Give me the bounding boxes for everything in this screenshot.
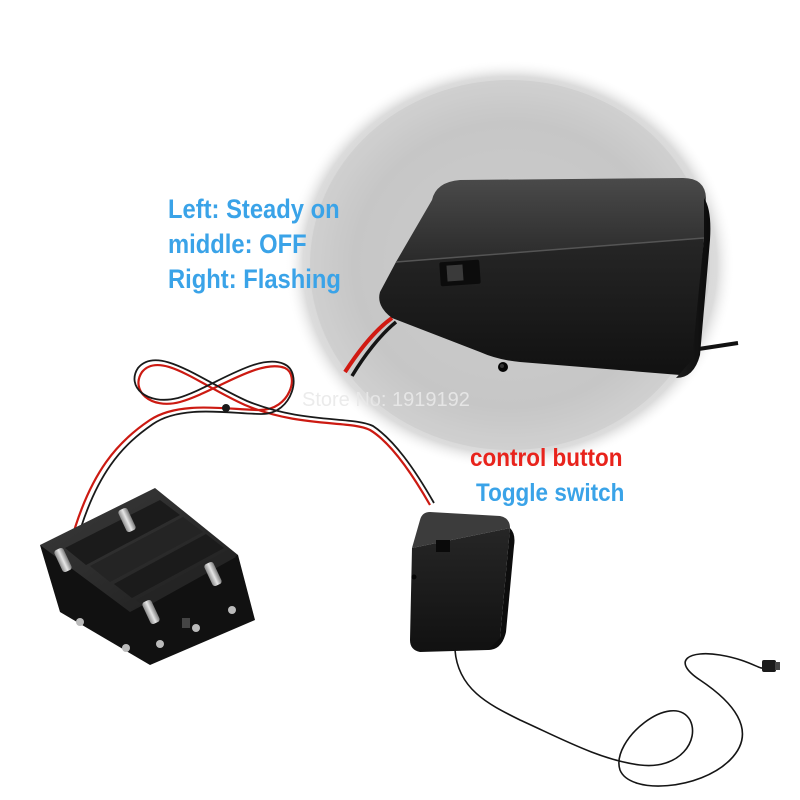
small-control-box	[410, 512, 515, 652]
mode-middle-label: middle: OFF	[168, 229, 307, 259]
output-wire	[454, 649, 780, 787]
battery-springs	[54, 507, 222, 625]
mode-right-label: Right: Flashing	[168, 264, 341, 294]
control-button-label: control button	[470, 444, 623, 472]
battery-holder	[40, 488, 255, 665]
toggle-switch-label: Toggle switch	[476, 479, 625, 507]
mode-left-label: Left: Steady on	[168, 194, 340, 224]
connection-wire	[68, 359, 435, 549]
zoomed-control-box	[379, 178, 711, 378]
store-watermark: Store No: 1919192	[302, 389, 470, 411]
